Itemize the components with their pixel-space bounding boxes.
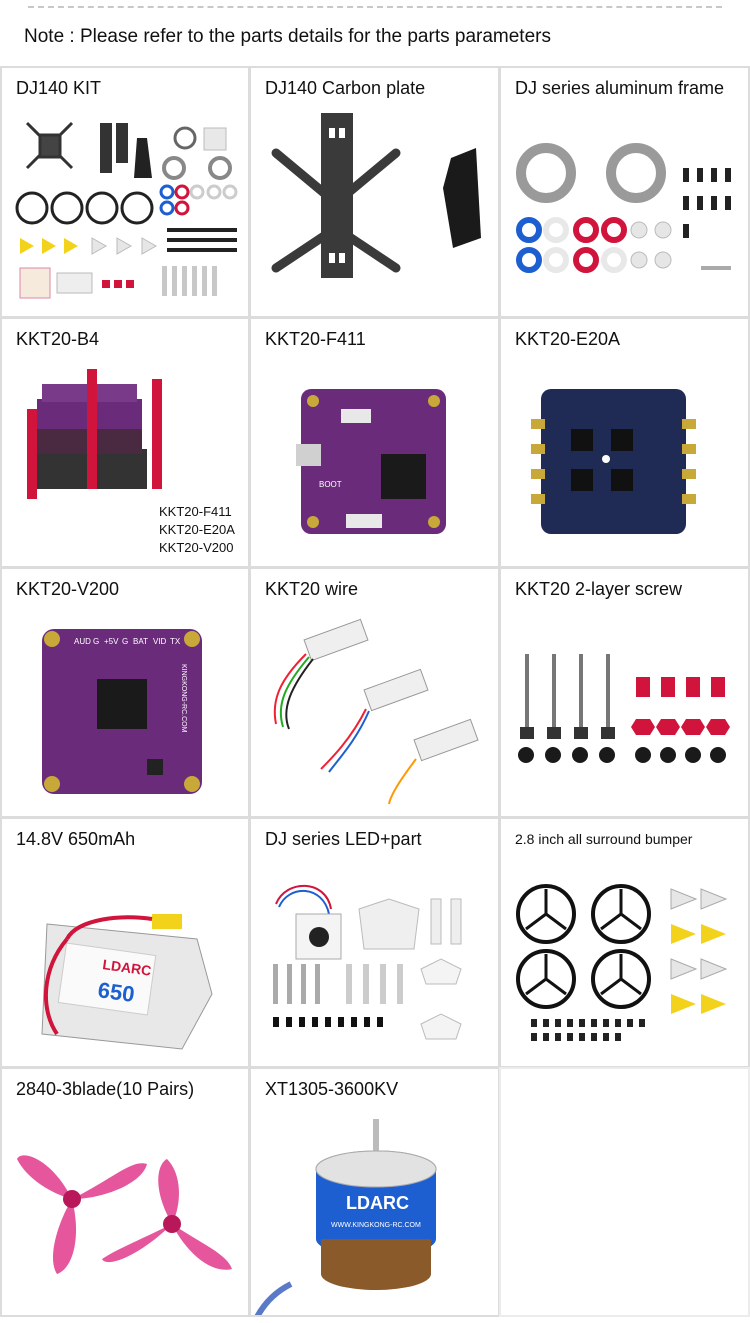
part-title: KKT20 2-layer screw [515, 579, 683, 599]
part-card-dj-led: DJ series LED+part [249, 817, 500, 1068]
motor-url-text: WWW.KINGKONG-RC.COM [331, 1222, 421, 1229]
battery-image: LDARC 650 [41, 914, 213, 1050]
part-title: KKT20-F411 [265, 329, 366, 349]
part-card-dj140-kit: DJ140 KIT [0, 66, 250, 318]
part-card-dj-aluminum-frame: DJ series aluminum frame [499, 66, 750, 318]
part-card-kkt20-e20a: KKT20-E20A [499, 317, 750, 568]
part-card-kkt20-screw: KKT20 2-layer screw [499, 567, 750, 818]
b4-component-vtx: KKT20-V200 [159, 540, 234, 555]
v200-pad-bat: BAT [133, 637, 148, 646]
part-card-motor: XT1305-3600KV LDARC WWW.KINGKONG-RC.COM [249, 1067, 500, 1317]
b4-components-list: KKT20-F411 KKT20-E20A KKT20-V200 [159, 503, 235, 557]
aluminum-frame-image [516, 143, 731, 273]
part-card-battery: 14.8V 650mAh LDARC 650 [0, 817, 250, 1068]
kkt20-b4-stack-image [27, 369, 162, 499]
empty-card [499, 1067, 750, 1317]
b4-component-esc: KKT20-E20A [159, 522, 235, 537]
part-title: KKT20-E20A [515, 329, 621, 349]
bumper-image [516, 884, 728, 1041]
kkt20-e20a-esc-image [531, 389, 696, 534]
part-title: 2840-3blade(10 Pairs) [16, 1079, 195, 1099]
kkt20-wire-image [273, 618, 479, 805]
v200-pad-g1: G [93, 637, 99, 646]
v200-pad-g2: G [122, 637, 128, 646]
v200-pad-vid: VID [153, 637, 167, 646]
carbon-plate-image [271, 113, 481, 278]
v200-pad-aud: AUD [74, 637, 91, 646]
boot-label: BOOT [319, 480, 342, 489]
battery-brand-text: LDARC [102, 956, 153, 979]
kkt20-v200-vtx-image: AUD G +5V G BAT VID TX KINGKONG-RC.COM [42, 629, 202, 794]
top-dashed-divider [28, 6, 722, 8]
part-title: DJ140 KIT [16, 78, 102, 98]
part-title: KKT20 wire [265, 579, 359, 599]
part-title: 2.8 inch all surround bumper [515, 831, 693, 847]
part-title: KKT20-B4 [16, 329, 100, 349]
motor-brand-text: LDARC [346, 1193, 409, 1213]
battery-capacity-text: 650 [96, 977, 136, 1007]
part-title: 14.8V 650mAh [16, 829, 136, 849]
kkt20-screw-image [518, 654, 730, 763]
part-card-kkt20-v200: KKT20-V200 AUD G +5V G BAT VID TX KINGKO… [0, 567, 250, 818]
part-title: DJ series LED+part [265, 829, 422, 849]
dj140-kit-image [15, 121, 238, 299]
v200-brand-text: KINGKONG-RC.COM [180, 664, 187, 733]
part-card-kkt20-f411: KKT20-F411 BOOT [249, 317, 500, 568]
part-title: KKT20-V200 [16, 579, 120, 599]
v200-pad-tx: TX [170, 637, 181, 646]
part-title: DJ140 Carbon plate [265, 78, 426, 98]
parts-grid: DJ140 KIT [0, 66, 750, 1317]
v200-pad-5v: +5V [104, 637, 119, 646]
part-card-bumper: 2.8 inch all surround bumper [499, 817, 750, 1068]
props-image [17, 1155, 232, 1274]
part-title: DJ series aluminum frame [515, 78, 725, 98]
part-card-props: 2840-3blade(10 Pairs) [0, 1067, 250, 1317]
b4-component-fc: KKT20-F411 [159, 504, 232, 519]
motor-image: LDARC WWW.KINGKONG-RC.COM [254, 1119, 437, 1315]
part-title: XT1305-3600KV [265, 1079, 399, 1099]
part-card-dj140-carbon-plate: DJ140 Carbon plate [249, 66, 500, 318]
parts-note: Note : Please refer to the parts details… [24, 26, 551, 47]
part-card-kkt20-wire: KKT20 wire [249, 567, 500, 818]
kkt20-f411-board-image: BOOT [296, 389, 446, 534]
dj-led-parts-image [273, 884, 462, 1040]
part-card-kkt20-b4: KKT20-B4 KKT20-F411 KKT20-E20A KKT20-V20… [0, 317, 250, 568]
